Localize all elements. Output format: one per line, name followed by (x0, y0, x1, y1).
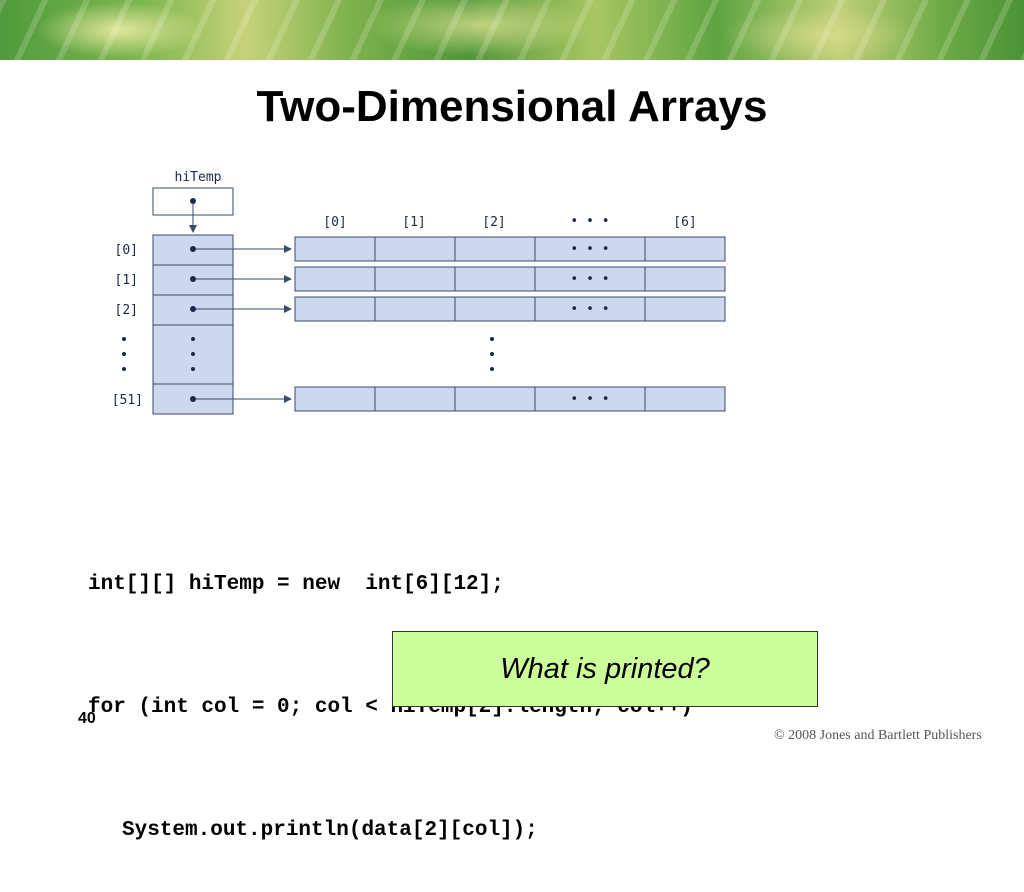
array-row: • • • (190, 296, 726, 322)
column-ellipsis: • • • (570, 214, 609, 229)
row-ellipsis: • • • (570, 302, 609, 317)
question-text: What is printed? (500, 652, 710, 685)
column-index-label: [1] (402, 215, 425, 230)
row-index-label: [1] (115, 273, 138, 288)
row-ellipsis: • • • (570, 392, 609, 407)
column-index-label: [2] (482, 215, 505, 230)
array-diagram: hiTemp [0] [1] [2] [51] [0] [1] [2] • • … (112, 170, 726, 415)
column-index-label: [0] (323, 215, 346, 230)
row-index-label: [0] (115, 243, 138, 258)
copyright-notice: © 2008 Jones and Bartlett Publishers (774, 728, 982, 743)
vertical-ellipsis (122, 337, 494, 371)
array-row: • • • (190, 266, 726, 292)
variable-pointer-dot (190, 198, 196, 204)
row-ellipsis: • • • (570, 242, 609, 257)
row-index-label: [2] (115, 303, 138, 318)
row-index-label: [51] (112, 393, 143, 408)
code-line: System.out.println(data[2][col]); (122, 819, 538, 842)
question-box: What is printed? (392, 631, 818, 707)
row-ellipsis: • • • (570, 272, 609, 287)
page-number: 40 (78, 710, 96, 727)
array-row: • • • (190, 386, 726, 412)
variable-label: hiTemp (175, 170, 222, 185)
column-index-label: [6] (673, 215, 696, 230)
code-line: int[][] hiTemp = new int[6][12]; (88, 573, 504, 596)
array-row: • • • (190, 236, 726, 262)
slide-title: Two-Dimensional Arrays (256, 82, 768, 131)
decorative-banner (0, 0, 1024, 60)
